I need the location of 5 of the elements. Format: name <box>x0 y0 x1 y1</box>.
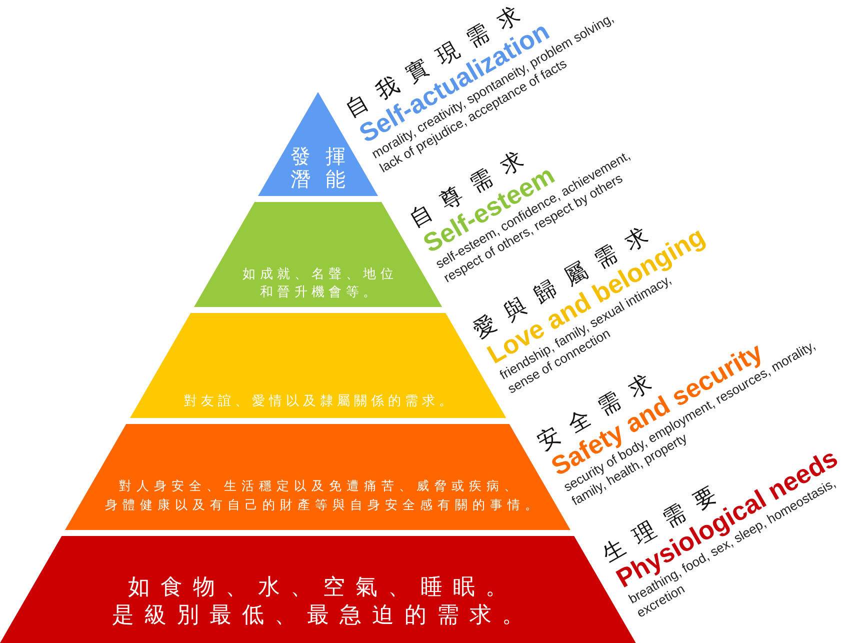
level-description: 對友誼、愛情以及隸屬關係的需求。 <box>182 393 457 411</box>
level-description: 對人身安全、生活穩定以及免遭痛苦、威脅或疾病、身體健康以及有自己的財產等與自身安全感有關的事情。 <box>105 477 536 514</box>
level-description: 如食物、水、空氣、睡眠。是級別最低、最急迫的需求。 <box>110 574 536 630</box>
level-description: 如成就、名聲、地位和晉升機會等。 <box>242 266 398 302</box>
level-description: 發揮潛能 <box>289 145 362 191</box>
